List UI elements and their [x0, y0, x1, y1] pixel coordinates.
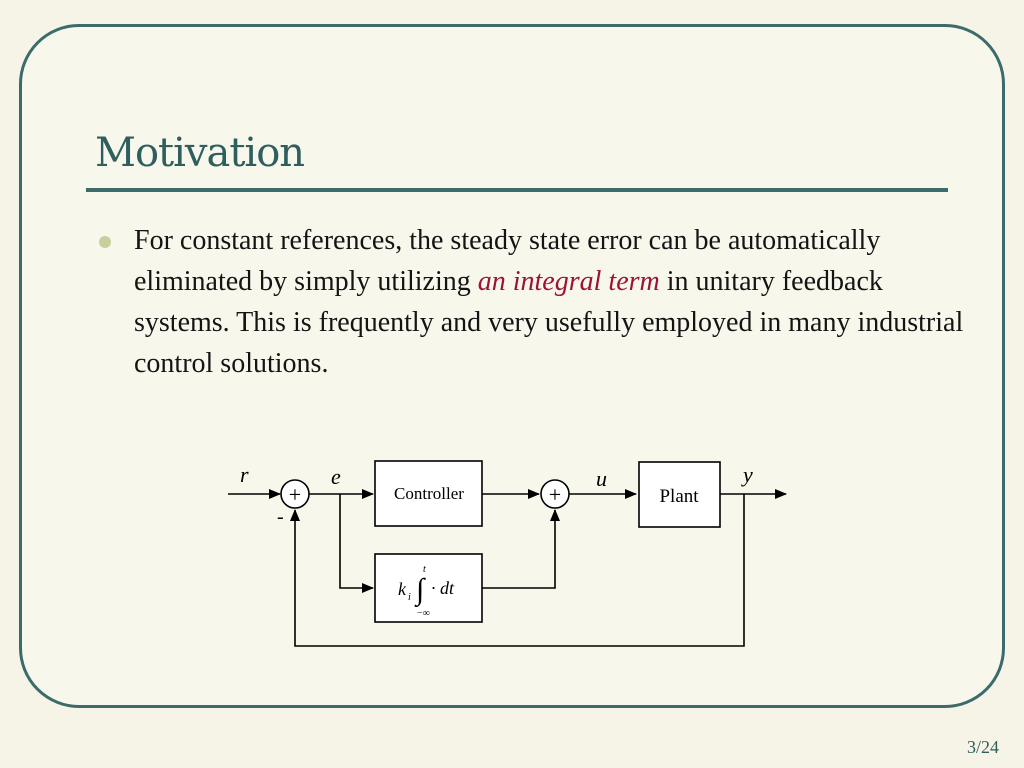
bullet-text: For constant references, the steady stat… — [134, 220, 964, 384]
sum1-plus: + — [289, 482, 301, 507]
integral-branch-line — [339, 494, 374, 593]
bullet-text-part1: For constant references, the steady stat… — [134, 225, 881, 297]
feedback-line — [290, 494, 745, 647]
signal-r-label: r — [240, 462, 249, 487]
bullet-emphasis: an integral term — [477, 266, 660, 297]
title-underline — [86, 188, 948, 192]
slide-frame — [19, 24, 1005, 708]
integral-gain: k — [398, 579, 407, 599]
integral-sign-icon: ∫ — [414, 573, 426, 608]
signal-y-label: y — [741, 462, 753, 487]
integral-lower-limit: −∞ — [417, 608, 430, 619]
integral-block — [374, 553, 483, 623]
sum2-plus: + — [549, 482, 561, 507]
plant-label: Plant — [659, 486, 699, 507]
bullet-dot-icon — [99, 236, 111, 248]
slide-title: Motivation — [95, 130, 305, 176]
integral-upper-limit: t — [423, 564, 426, 575]
integral-gain-subscript: i — [408, 592, 411, 603]
sum1-minus: - — [277, 506, 284, 528]
controller-label: Controller — [394, 484, 464, 503]
signal-u-label: u — [596, 466, 607, 491]
integral-integrand: · dt — [431, 578, 455, 598]
bullet-text-part2: in unitary feedback systems. This is fre… — [134, 266, 964, 379]
integral-output-line — [482, 509, 560, 589]
controller-block — [374, 460, 483, 527]
signal-e-label: e — [331, 464, 341, 489]
page-number: 3/24 — [966, 737, 999, 757]
